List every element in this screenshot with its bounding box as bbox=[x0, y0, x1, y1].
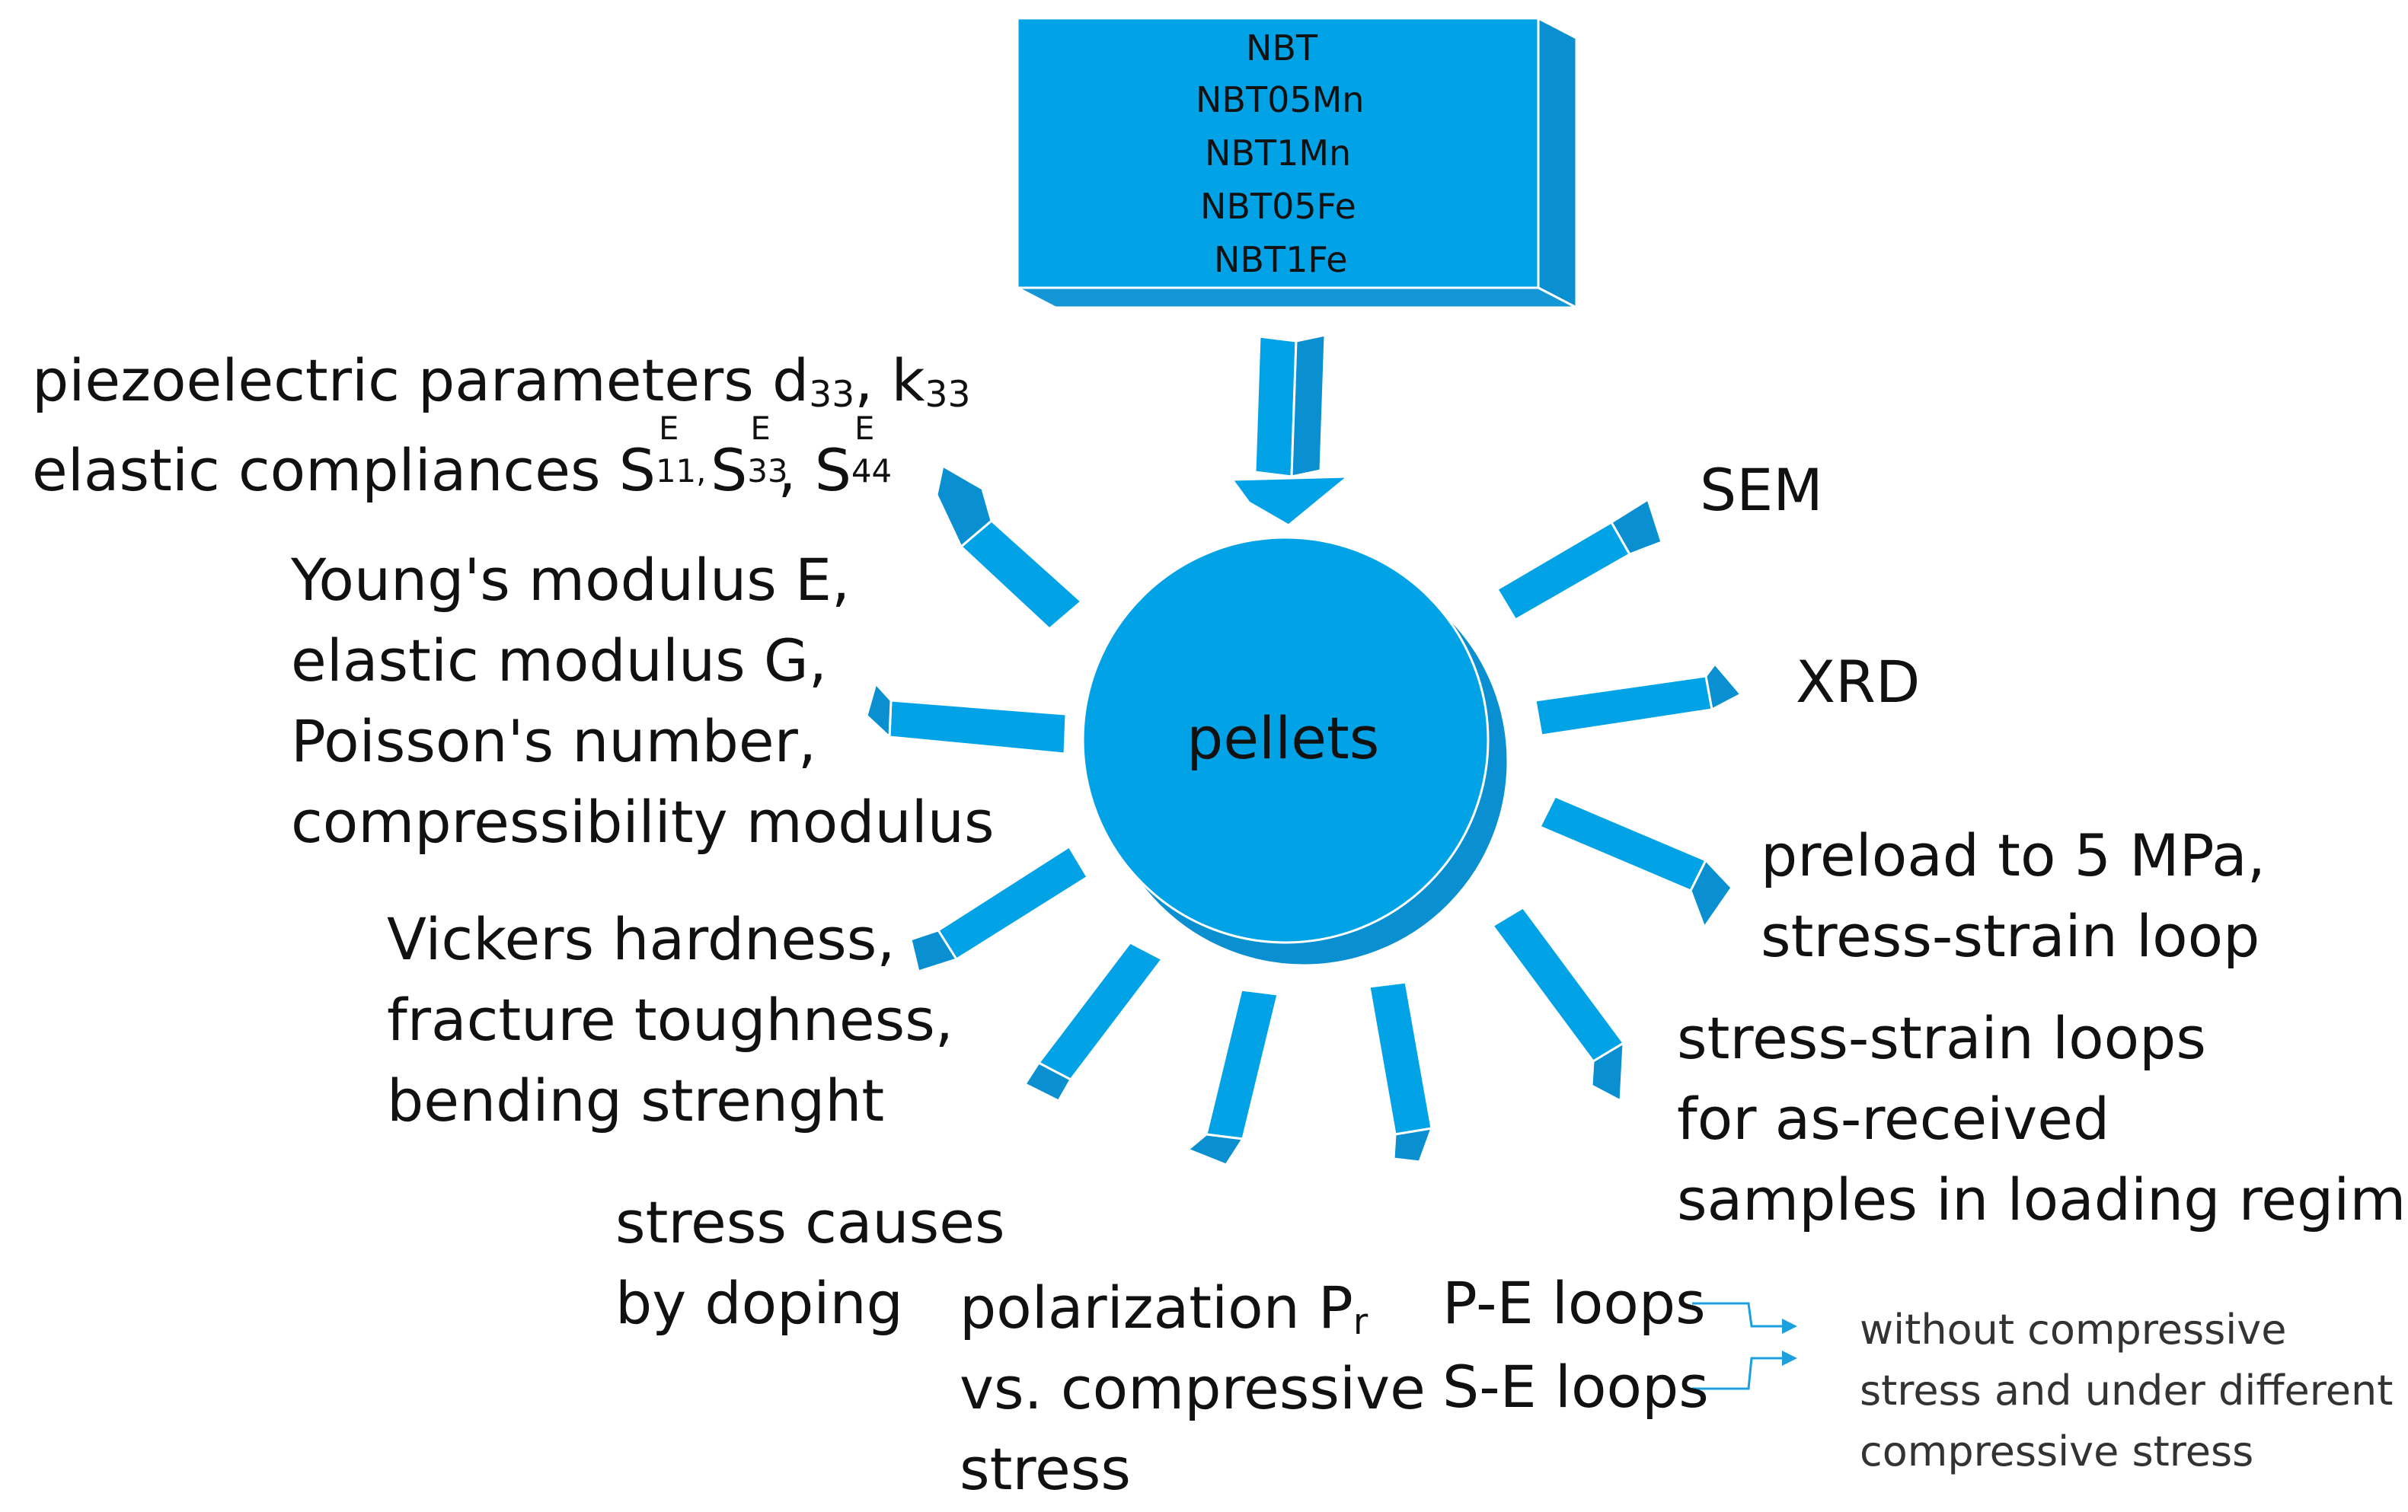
material-nbt: NBT bbox=[1246, 27, 1318, 69]
young-line-2: elastic modulus G, bbox=[291, 627, 827, 694]
xrd-label: XRD bbox=[1796, 648, 1921, 716]
s44-script: E 44 bbox=[851, 413, 892, 490]
arrow-piezo bbox=[935, 464, 1084, 631]
sem-label: SEM bbox=[1700, 456, 1823, 524]
arrow-down-body bbox=[1254, 335, 1298, 478]
piezo-params-mid: , k bbox=[854, 346, 925, 414]
s44-subscript: 44 bbox=[851, 452, 893, 490]
young-line-1: Young's modulus E, bbox=[291, 546, 851, 614]
elastic-compliances-text: elastic compliances S bbox=[32, 436, 656, 504]
s11-superscript: E bbox=[658, 410, 679, 447]
pr-subscript: r bbox=[1353, 1301, 1368, 1344]
s11-script: E 11, bbox=[656, 413, 706, 490]
d33-subscript: 33 bbox=[809, 374, 855, 416]
piezo-params-text: piezoelectric parameters d bbox=[32, 346, 810, 414]
loops-connector bbox=[1692, 1302, 1797, 1390]
materials-box-bottom bbox=[1017, 286, 1577, 309]
arrow-vickers bbox=[909, 844, 1090, 973]
arrow-xrd bbox=[1534, 662, 1743, 737]
s33-prefix: S bbox=[691, 436, 748, 504]
arrow-pe-se bbox=[1368, 981, 1434, 1163]
stress-causes-line-2: by doping bbox=[615, 1269, 903, 1337]
arrow-stress-causes bbox=[1023, 941, 1164, 1102]
pe-loops-label: P-E loops bbox=[1442, 1269, 1706, 1337]
arrow-box-to-pellets bbox=[1230, 333, 1352, 527]
pe-connector-line bbox=[1692, 1302, 1782, 1328]
k33-subscript: 33 bbox=[925, 374, 971, 416]
polarization-line-2: vs. compressive bbox=[960, 1354, 1426, 1422]
without-line-3: compressive stress bbox=[1860, 1427, 2254, 1475]
materials-box bbox=[1016, 16, 1578, 310]
stress-strain-loops-line-1: stress-strain loops bbox=[1677, 1004, 2206, 1072]
arrow-stress-strain-loops bbox=[1490, 906, 1626, 1103]
vickers-line-3: bending strenght bbox=[387, 1067, 885, 1134]
pellets-disk bbox=[1081, 536, 1509, 967]
s11-subscript: 11, bbox=[655, 452, 707, 490]
young-line-4: compressibility modulus bbox=[291, 788, 995, 856]
se-connector-arrowhead bbox=[1782, 1351, 1797, 1366]
pellets-disk-front bbox=[1081, 536, 1490, 944]
piezo-params-label: piezoelectric parameters d33, k33 bbox=[32, 352, 970, 413]
polarization-text: polarization P bbox=[960, 1274, 1353, 1341]
arrow-polarization bbox=[1186, 988, 1279, 1166]
arrow-down-head bbox=[1230, 475, 1352, 527]
material-nbt1fe: NBT1Fe bbox=[1214, 239, 1348, 280]
vickers-line-1: Vickers hardness, bbox=[387, 905, 896, 973]
young-line-3: Poisson's number, bbox=[291, 707, 817, 775]
pellets-label: pellets bbox=[1186, 704, 1380, 772]
without-line-1: without compressive bbox=[1860, 1306, 2287, 1354]
material-nbt05mn: NBT05Mn bbox=[1196, 79, 1365, 120]
s33-script: E 33 bbox=[747, 413, 787, 490]
s33-subscript: 33 bbox=[747, 452, 788, 490]
arrow-sem bbox=[1495, 497, 1663, 622]
s44-superscript: E bbox=[854, 410, 875, 447]
arrow-preload bbox=[1538, 795, 1733, 930]
preload-line-1: preload to 5 MPa, bbox=[1761, 821, 2266, 889]
se-loops-label: S-E loops bbox=[1442, 1353, 1709, 1421]
arrow-down-side bbox=[1290, 333, 1327, 478]
s33-superscript: E bbox=[750, 410, 771, 447]
stress-strain-loops-line-3: samples in loading regime bbox=[1677, 1166, 2408, 1233]
materials-box-side bbox=[1537, 16, 1578, 310]
stress-strain-loops-line-2: for as-received bbox=[1677, 1085, 2110, 1153]
material-nbt1mn: NBT1Mn bbox=[1205, 132, 1352, 174]
without-line-2: stress and under different bbox=[1860, 1367, 2394, 1415]
preload-line-2: stress-strain loop bbox=[1761, 902, 2260, 970]
s44-prefix: , S bbox=[778, 436, 851, 504]
se-connector-line bbox=[1692, 1357, 1782, 1390]
polarization-line-1: polarization Pr bbox=[960, 1279, 1368, 1341]
arrow-young bbox=[865, 681, 1068, 755]
polarization-line-3: stress bbox=[960, 1435, 1131, 1503]
vickers-line-2: fracture toughness, bbox=[387, 986, 953, 1054]
material-nbt05fe: NBT05Fe bbox=[1200, 186, 1356, 227]
stress-causes-line-1: stress causes bbox=[615, 1188, 1005, 1256]
pe-connector-arrowhead bbox=[1782, 1319, 1797, 1334]
